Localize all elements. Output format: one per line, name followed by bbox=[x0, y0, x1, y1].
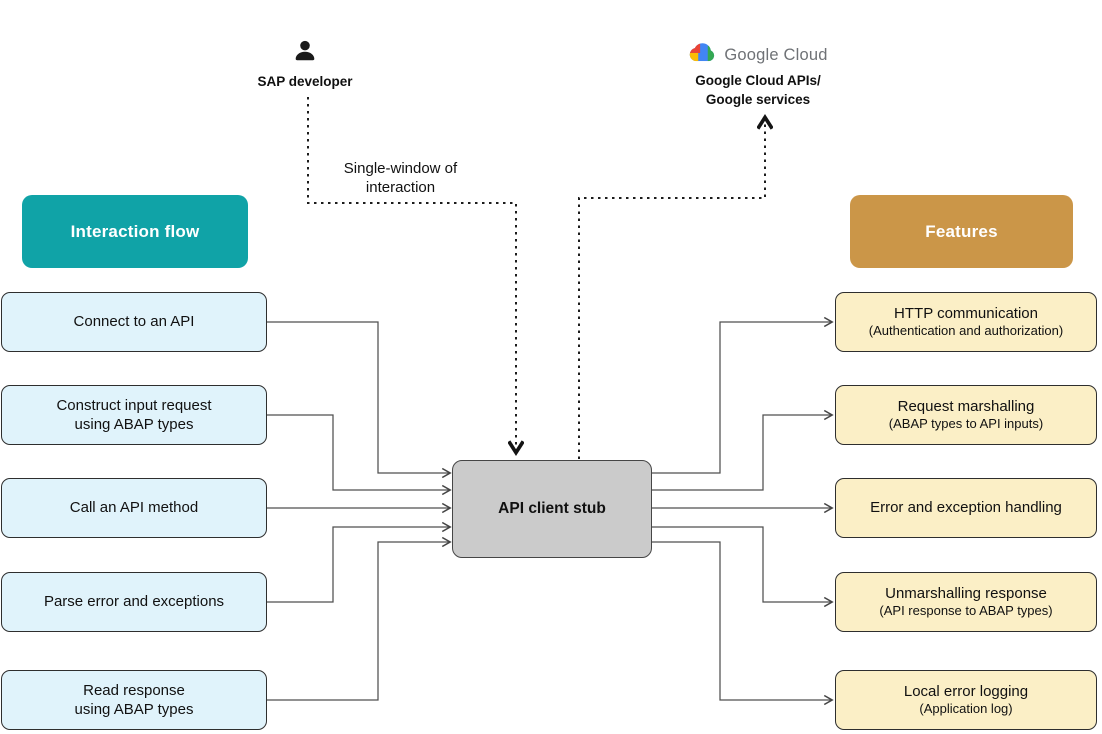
feature-error-handling: Error and exception handling bbox=[835, 478, 1097, 538]
google-cloud-apis-label: Google Cloud APIs/ Google services bbox=[695, 73, 821, 107]
edge-construct-request-to-stub bbox=[267, 414, 452, 496]
features-header: Features bbox=[850, 195, 1073, 268]
interaction-flow-header: Interaction flow bbox=[22, 195, 248, 268]
edge-parse-errors-to-stub bbox=[267, 521, 452, 603]
google-cloud-actor: Google Cloud Google Cloud APIs/ Google s… bbox=[672, 42, 844, 110]
google-cloud-wordmark: Google Cloud bbox=[724, 45, 828, 64]
edge-stub-to-error-logging bbox=[652, 541, 834, 706]
flow-step-connect-api: Connect to an API bbox=[1, 292, 267, 352]
edge-sap-developer-to-stub-dotted bbox=[307, 97, 516, 451]
feature-local-error-logging: Local error logging (Application log) bbox=[835, 670, 1097, 730]
sap-developer-actor: SAP developer bbox=[230, 40, 380, 89]
single-window-annotation: Single-window of interaction bbox=[343, 160, 458, 196]
edge-stub-to-request-marshalling bbox=[652, 409, 834, 491]
edge-stub-to-google-cloud-dotted bbox=[578, 119, 765, 459]
feature-request-marshalling: Request marshalling (ABAP types to API i… bbox=[835, 385, 1097, 445]
sap-developer-label: SAP developer bbox=[257, 74, 353, 89]
edge-connect-api-to-stub bbox=[267, 321, 452, 479]
google-cloud-logo-icon bbox=[688, 42, 717, 68]
flow-step-call-method: Call an API method bbox=[1, 478, 267, 538]
edge-stub-to-http-communication bbox=[652, 316, 834, 474]
api-client-stub-node: API client stub bbox=[452, 460, 652, 558]
feature-http-communication: HTTP communication (Authentication and a… bbox=[835, 292, 1097, 352]
flow-step-parse-errors: Parse error and exceptions bbox=[1, 572, 267, 632]
flow-step-read-response: Read response using ABAP types bbox=[1, 670, 267, 730]
edge-read-response-to-stub bbox=[267, 536, 452, 701]
edge-stub-to-unmarshalling bbox=[652, 526, 834, 608]
person-icon bbox=[292, 40, 318, 70]
flow-step-construct-request: Construct input request using ABAP types bbox=[1, 385, 267, 445]
feature-unmarshalling-response: Unmarshalling response (API response to … bbox=[835, 572, 1097, 632]
